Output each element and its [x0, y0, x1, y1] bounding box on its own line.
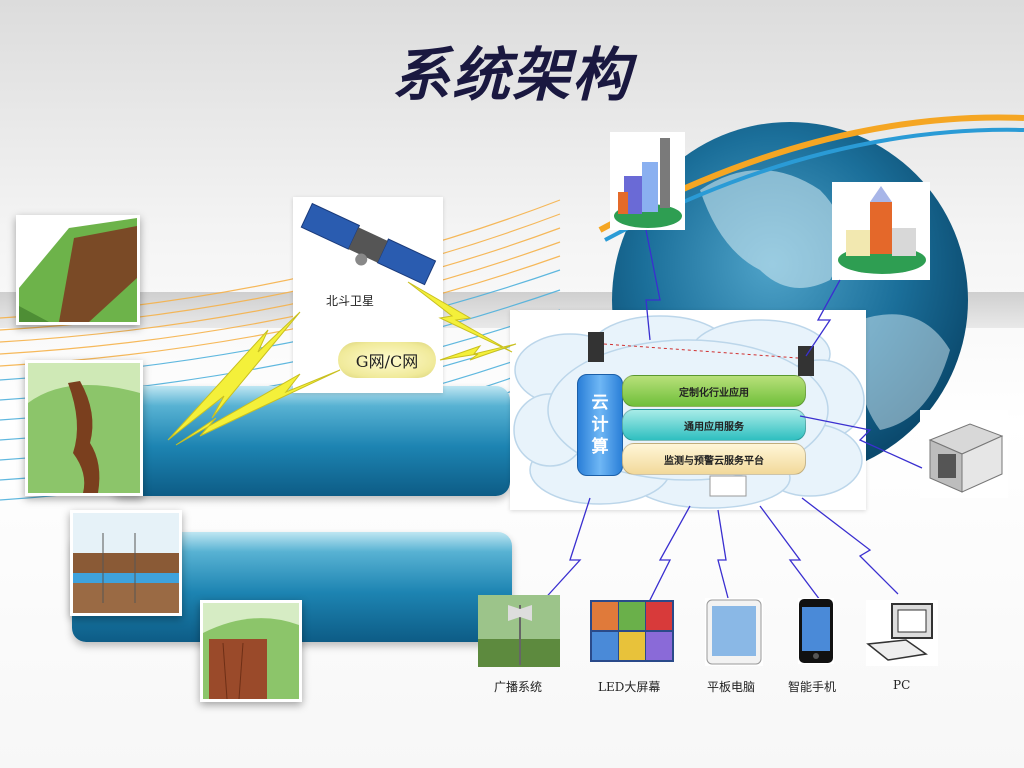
smartphone-icon: [799, 599, 833, 663]
collapse-icon: [203, 618, 299, 699]
device-label-led: LED大屏幕: [598, 680, 661, 694]
led-screen-icon: [590, 600, 674, 662]
link-smartphone: [759, 505, 821, 601]
landslide-tile: [16, 215, 140, 325]
tablet-tile: [705, 598, 763, 666]
city-buildings-icon: [614, 138, 682, 228]
tablet-icon: [706, 599, 762, 665]
government-building-tile: [832, 182, 930, 280]
link-broadcast: [529, 497, 591, 616]
layer-monitoring-platform: 监测与预警云服务平台: [622, 443, 806, 475]
link-pc: [801, 497, 899, 595]
lightning-bolt: [407, 281, 513, 353]
groundwater-icon: [73, 513, 179, 613]
link-tablet: [717, 509, 729, 599]
device-label-broadcast: 广播系统: [494, 680, 543, 694]
lightning-bolt: [167, 311, 301, 441]
satellite-label: 北斗卫星: [326, 294, 375, 308]
pc-icon: [866, 603, 933, 661]
link-data-center: [799, 415, 923, 469]
lightning-bolt: [175, 369, 341, 446]
led-screen-tile: [590, 600, 674, 662]
device-label-pc: PC: [893, 678, 911, 692]
debris-flow-icon: [28, 363, 140, 493]
page-title: 系统架构: [391, 41, 632, 109]
link-government: [805, 279, 841, 357]
broadcast-tile: [478, 595, 560, 667]
collapse-tile: [200, 600, 302, 702]
groundwater-tile: [70, 510, 182, 616]
data-center-icon: [928, 423, 1004, 493]
cloud-char-2: 计: [591, 415, 609, 435]
satellite-icon: [300, 202, 437, 286]
government-building-icon: [838, 186, 926, 274]
cloud-computing-label: 云 计 算: [577, 374, 623, 476]
device-label-tablet: 平板电脑: [707, 680, 756, 694]
cloud-char-1: 云: [591, 393, 609, 413]
lightning-bolt: [439, 343, 517, 361]
landslide-icon: [19, 218, 137, 322]
cloud-char-3: 算: [591, 437, 609, 457]
debris-flow-tile: [25, 360, 143, 496]
city-buildings-tile: [610, 132, 685, 230]
layer-general-services: 通用应用服务: [622, 409, 806, 441]
pc-tile: [866, 600, 938, 666]
smartphone-tile: [798, 598, 834, 664]
broadcast-speaker-icon: [478, 595, 560, 667]
link-city: [645, 229, 661, 341]
layer-custom-industry-apps: 定制化行业应用: [622, 375, 806, 407]
blue-bar-top: [110, 386, 510, 496]
device-label-smartphone: 智能手机: [788, 680, 837, 694]
data-center-tile: [920, 410, 1008, 498]
network-label: G网/C网: [338, 342, 436, 378]
